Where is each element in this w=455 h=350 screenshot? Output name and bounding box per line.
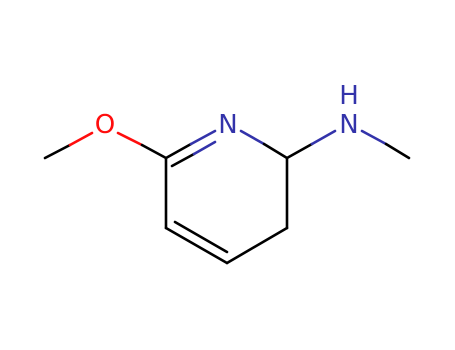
bond-c4-c5	[164, 226, 229, 265]
amine-hydrogen-atom-label: H	[339, 81, 359, 111]
bond-aminen-methyl-blue	[360, 129, 388, 146]
bond-methyl-oxygen-red	[68, 131, 94, 147]
bond-c4-c5-inner	[173, 220, 229, 254]
bond-aminen-methyl-black	[384, 142, 411, 160]
bond-methyl-oxygen-black	[43, 143, 72, 160]
bond-c6-ringn-inner-black	[170, 152, 196, 168]
bond-c2-aminen-blue	[310, 129, 337, 146]
bond-c2-aminen-black	[285, 142, 314, 160]
bond-ringn-c2-black	[262, 142, 289, 160]
bond-c3-c4	[225, 226, 289, 265]
amine-nitrogen-atom-label: N	[339, 110, 358, 140]
bonds	[43, 129, 411, 265]
bond-oxygen-c6-black	[140, 143, 168, 160]
bond-ringn-c2-blue	[239, 129, 266, 146]
bond-c6-ringn-black	[164, 142, 193, 160]
bond-c6-ringn-blue	[189, 129, 217, 146]
oxygen-atom-label: O	[95, 110, 115, 140]
atom-labels: O N N H	[95, 81, 359, 140]
bond-c6-ringn-inner-blue	[192, 140, 217, 156]
bond-oxygen-c6-red	[116, 131, 144, 147]
ring-nitrogen-atom-label: N	[218, 110, 237, 140]
